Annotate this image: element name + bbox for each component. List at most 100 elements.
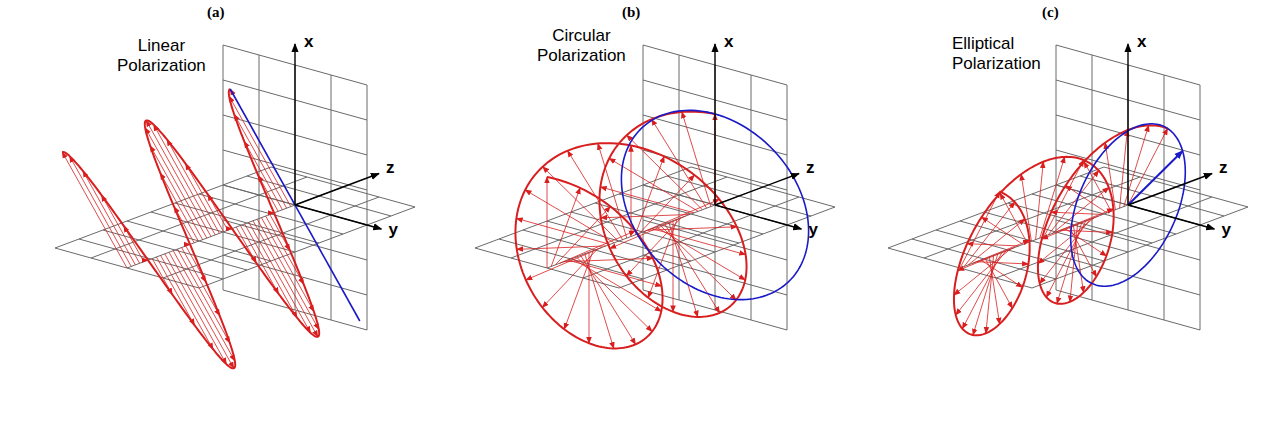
axis-label: z bbox=[804, 158, 817, 178]
axis-line bbox=[714, 44, 715, 205]
grid-line bbox=[331, 75, 332, 320]
field-vector bbox=[102, 195, 140, 263]
grid-line bbox=[936, 230, 1080, 270]
grid-line bbox=[1056, 255, 1200, 295]
axis-line bbox=[715, 174, 799, 206]
panel-tag: (c) bbox=[1040, 4, 1061, 21]
grid-line bbox=[619, 194, 763, 234]
axis-label: y bbox=[386, 220, 399, 240]
field-vector bbox=[1066, 186, 1107, 213]
grid-line bbox=[924, 177, 1140, 258]
wave-curve bbox=[515, 112, 746, 349]
field-vector bbox=[182, 248, 220, 316]
field-vector bbox=[601, 214, 690, 217]
axis-label: x bbox=[302, 32, 315, 52]
field-vector bbox=[257, 219, 319, 329]
axis-label: z bbox=[384, 158, 397, 178]
axis-label: z bbox=[1217, 158, 1230, 178]
axis-label: x bbox=[1135, 32, 1148, 52]
field-vector bbox=[1051, 212, 1103, 214]
panel-title: Circular Polarization bbox=[535, 26, 628, 65]
field-vector bbox=[1040, 219, 1090, 283]
field-vector bbox=[266, 216, 304, 284]
field-vector bbox=[973, 240, 1030, 263]
field-vector bbox=[150, 146, 202, 240]
field-vector bbox=[526, 248, 602, 280]
axis-line bbox=[295, 205, 381, 229]
field-vector bbox=[589, 252, 590, 343]
field-vector bbox=[547, 177, 548, 268]
grid-line bbox=[912, 239, 1056, 279]
field-vector bbox=[660, 225, 736, 300]
grid-line bbox=[1056, 45, 1057, 290]
field-vector bbox=[1120, 130, 1128, 208]
axis-line bbox=[715, 205, 801, 229]
panel-tag: (b) bbox=[620, 4, 642, 21]
field-vector bbox=[967, 244, 1019, 246]
field-vector bbox=[145, 128, 207, 238]
field-vector bbox=[517, 246, 606, 249]
grid-line bbox=[751, 75, 752, 320]
axis-label: y bbox=[1219, 220, 1232, 240]
field-vector bbox=[177, 249, 229, 343]
panel-figure bbox=[475, 44, 835, 348]
field-vector bbox=[167, 140, 219, 234]
field-vector bbox=[516, 218, 610, 244]
axis-label: y bbox=[806, 220, 819, 240]
field-vector bbox=[156, 257, 194, 325]
field-vector bbox=[229, 96, 291, 206]
field-vector bbox=[83, 171, 135, 265]
field-vector bbox=[956, 251, 1006, 315]
field-vector bbox=[1128, 151, 1183, 205]
grid-line bbox=[223, 45, 224, 290]
axis-line bbox=[1128, 174, 1212, 206]
field-vector bbox=[244, 142, 282, 210]
axis-line bbox=[295, 174, 379, 206]
field-vector bbox=[981, 260, 1022, 287]
grid-line bbox=[679, 55, 680, 300]
grid-line bbox=[1164, 75, 1165, 320]
panel-tag: (a) bbox=[205, 4, 227, 21]
grid-line bbox=[643, 255, 787, 295]
grid-line bbox=[1056, 290, 1200, 330]
grid-line bbox=[595, 203, 739, 243]
field-vector bbox=[1128, 129, 1168, 206]
wave-curve bbox=[954, 125, 1168, 335]
field-vector bbox=[245, 224, 297, 318]
wave-curve bbox=[62, 89, 319, 368]
field-vector bbox=[626, 218, 681, 276]
field-vector bbox=[673, 221, 674, 312]
field-vector bbox=[240, 225, 278, 293]
field-vector bbox=[982, 217, 1023, 244]
axis-label: x bbox=[722, 32, 735, 52]
field-vector bbox=[234, 114, 286, 208]
field-vector bbox=[958, 248, 1015, 271]
field-vector bbox=[70, 156, 132, 266]
field-vector bbox=[186, 164, 224, 232]
field-vector bbox=[261, 218, 313, 312]
field-vector bbox=[173, 251, 235, 361]
grid-line bbox=[91, 177, 307, 258]
grid-line bbox=[223, 220, 367, 260]
panel-figure bbox=[55, 44, 415, 368]
field-vector bbox=[1105, 143, 1115, 210]
field-vector bbox=[1021, 174, 1031, 241]
grid-line bbox=[499, 239, 643, 279]
axis-line bbox=[1128, 205, 1214, 229]
field-vector bbox=[62, 152, 127, 268]
field-vector bbox=[682, 112, 711, 207]
field-vector bbox=[160, 173, 198, 241]
panel-title: Linear Polarization bbox=[115, 36, 208, 75]
field-vector bbox=[576, 257, 652, 332]
axis-line bbox=[1127, 44, 1128, 205]
grid-line bbox=[643, 45, 644, 290]
field-vector bbox=[1036, 162, 1044, 240]
axis-line bbox=[294, 44, 295, 205]
field-vector bbox=[161, 255, 213, 349]
grid-line bbox=[367, 85, 368, 330]
panel-figure bbox=[888, 44, 1248, 335]
field-vector bbox=[610, 216, 686, 248]
field-vector bbox=[564, 251, 593, 330]
grid-line bbox=[787, 85, 788, 330]
